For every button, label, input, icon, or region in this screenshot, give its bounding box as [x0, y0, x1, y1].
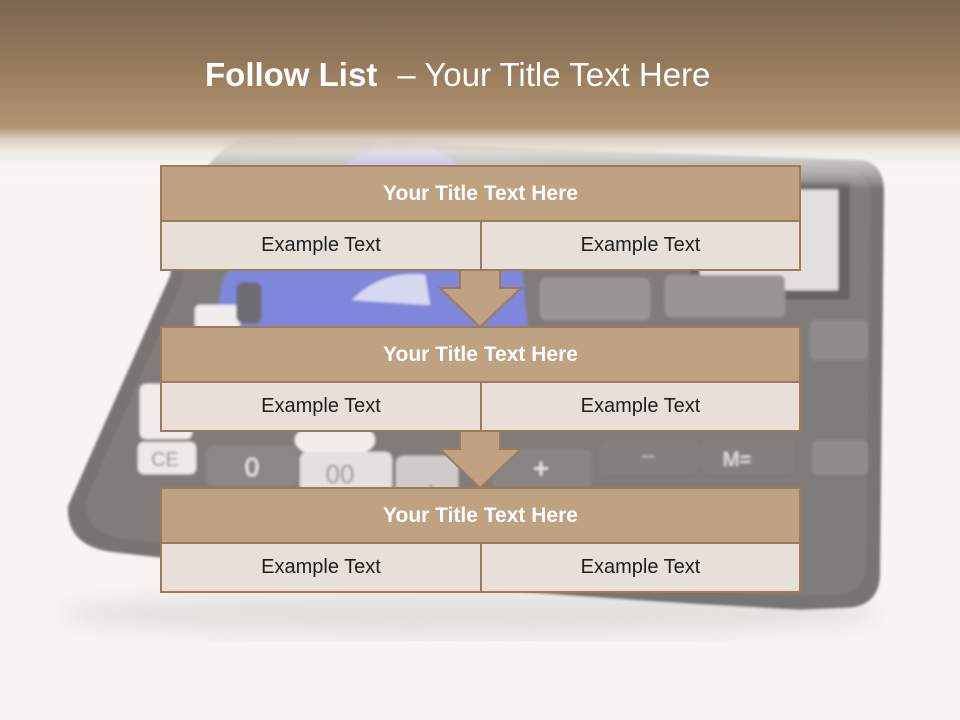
- step-title: Your Title Text Here: [160, 165, 801, 222]
- flow-step-1: Your Title Text Here Example Text Exampl…: [160, 165, 801, 271]
- slide-title-subtitle: – Your Title Text Here: [397, 56, 711, 93]
- slide-title-bold: Follow List: [205, 56, 378, 93]
- calculator-key: [810, 320, 868, 360]
- calculator-shadow: [60, 592, 880, 636]
- step-cell-left: Example Text: [160, 542, 482, 593]
- step-cell-right: Example Text: [480, 381, 801, 432]
- calculator-key-ce: CE: [138, 442, 196, 474]
- flow-step-3: Your Title Text Here Example Text Exampl…: [160, 487, 801, 593]
- step-title: Your Title Text Here: [160, 487, 801, 544]
- calculator-key-0: 0: [206, 446, 298, 486]
- toy-car-wheel: [236, 282, 262, 324]
- step-cell-left: Example Text: [160, 381, 482, 432]
- toy-car-window: [352, 274, 430, 305]
- calculator-key-minus: −: [600, 440, 698, 474]
- calculator-key-decimal-label: .: [427, 464, 434, 494]
- flow-step-2: Your Title Text Here Example Text Exampl…: [160, 326, 801, 432]
- toy-car-bumper: [195, 305, 240, 329]
- step-cell-right: Example Text: [480, 542, 801, 593]
- step-title: Your Title Text Here: [160, 326, 801, 383]
- step-cell-right: Example Text: [480, 220, 801, 271]
- slide-title: Follow List – Your Title Text Here: [205, 54, 710, 96]
- calculator-key: [540, 278, 650, 320]
- calculator-key-ce-label: CE: [151, 449, 179, 471]
- calculator-key: [812, 440, 868, 475]
- calculator-key: [665, 275, 785, 317]
- calculator-key-minus-label: −: [640, 441, 655, 471]
- calculator-key-memory-label: M=: [723, 449, 751, 471]
- calculator-key-0-label: 0: [245, 452, 259, 482]
- calculator-key-memory: M=: [702, 440, 794, 474]
- header-band: [0, 0, 960, 190]
- calculator-key-00-label: 00: [326, 459, 355, 489]
- calculator-key-plus-label: +: [533, 453, 549, 484]
- calculator-key-00: 00: [300, 452, 392, 492]
- step-cell-left: Example Text: [160, 220, 482, 271]
